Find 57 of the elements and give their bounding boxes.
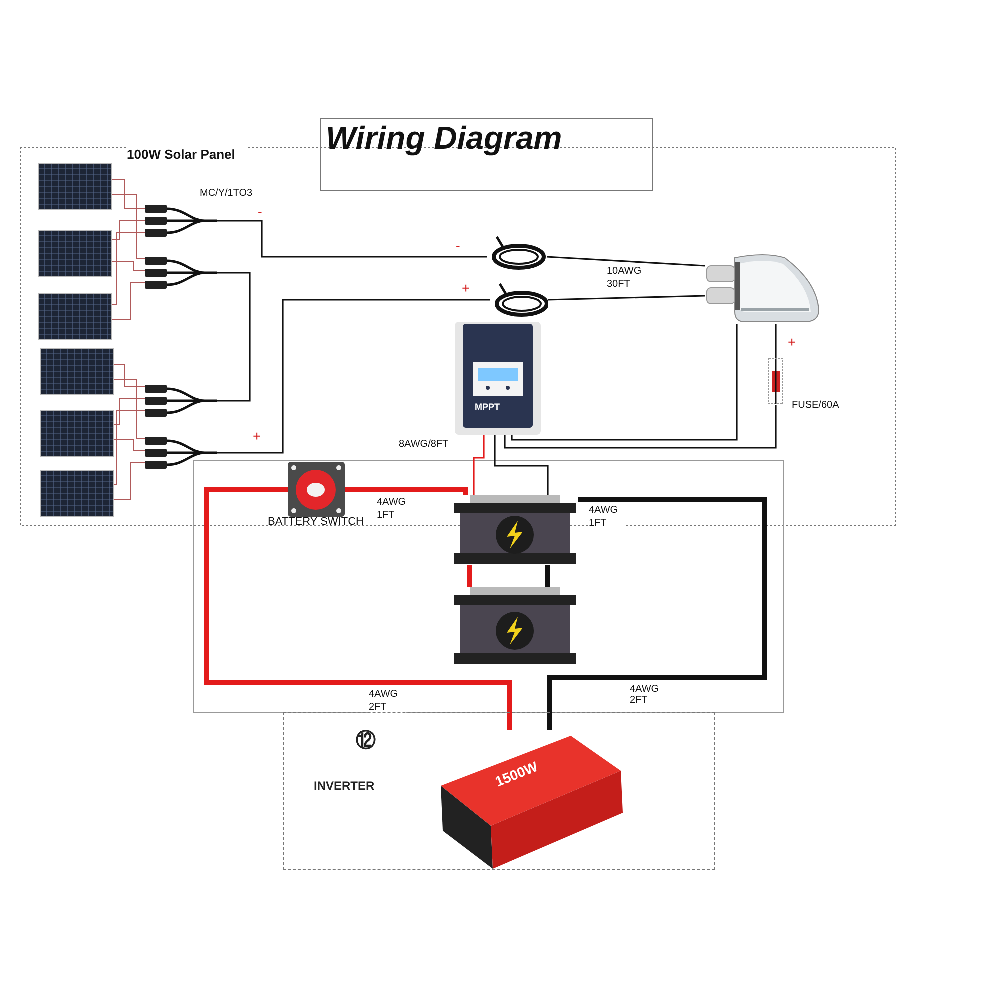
wire [112,262,146,272]
wire [112,194,146,260]
wire [494,435,549,495]
wire [112,180,146,210]
fuse-holder [768,358,784,405]
solar-panel [40,348,114,395]
wire [548,295,706,301]
wire [204,488,512,730]
solar-panel [38,293,112,340]
wire [114,398,146,426]
device-marking: MPPT [475,402,500,412]
polarity-sign: - [258,204,262,219]
polarity-sign: + [788,334,796,350]
component-label: MC/Y/1TO3 [200,188,253,199]
polarity-sign: + [253,428,262,444]
wire [217,299,490,454]
wire [345,488,468,495]
wire [112,232,146,306]
component-label: BATTERY SWITCH [268,516,364,528]
wire-label: 4AWG 2FT [368,688,406,714]
wire [546,256,706,267]
inverter-section [283,712,715,870]
solar-panel [38,163,112,210]
charge-controller [455,322,541,435]
wire [114,462,146,500]
polarity-sign: - [456,238,460,253]
wire [114,364,146,388]
wire [775,324,777,358]
battery [452,587,578,665]
solar-panel [38,230,112,277]
wire [504,405,777,449]
branch-connector [145,203,217,239]
solar-panel [40,470,114,517]
component-label: 100W Solar Panel [127,147,247,162]
wire [468,565,472,587]
diagram-title: Wiring Diagram [326,120,562,157]
callout-number: ⑫ [356,729,376,754]
wire [112,220,146,240]
wire [217,272,251,402]
polarity-sign: + [462,280,470,296]
branch-connector [145,435,217,471]
branch-connector [145,383,217,419]
wire [546,565,550,587]
section-label: INVERTER [314,779,375,793]
wire [473,435,485,495]
component-label: FUSE/60A [792,400,840,411]
wire [511,324,738,441]
wire [548,498,768,730]
wire [114,410,146,486]
wire [114,380,146,440]
solar-panel [40,410,114,457]
battery-switch [288,462,345,517]
wire [217,220,487,258]
wire [112,282,146,320]
wire [114,440,146,452]
battery [452,495,578,565]
branch-connector [145,255,217,291]
